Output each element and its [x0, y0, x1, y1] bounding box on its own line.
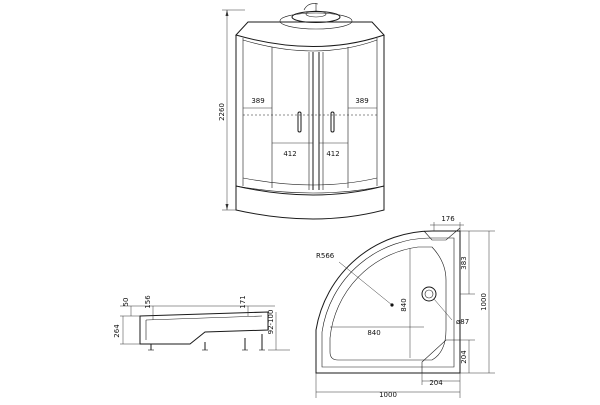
- top-rail: [242, 39, 378, 52]
- radius-leader: [338, 261, 393, 306]
- door-frame: [308, 52, 324, 190]
- drain-inner-icon: [424, 289, 434, 299]
- height-label: 2260: [218, 103, 226, 121]
- label-840-vertical: 840: [400, 298, 408, 311]
- plan-basin: [329, 246, 447, 361]
- right-panel-width: 389: [355, 97, 368, 105]
- label-1000-vertical: 1000: [480, 293, 488, 311]
- arrow-down: [225, 204, 229, 210]
- drain-label: ø87: [456, 318, 469, 326]
- roof-rim: [279, 12, 353, 30]
- cabin-roof: [235, 21, 385, 47]
- rain-shower-icon: [291, 11, 341, 23]
- dim-156: 156: [144, 295, 152, 309]
- arrow-up: [225, 10, 229, 16]
- label-176: 176: [441, 215, 455, 223]
- label-383: 383: [460, 256, 468, 269]
- right-door-handle[interactable]: [330, 111, 335, 133]
- shower-pipe-icon: [303, 3, 319, 11]
- label-204-right: 204: [460, 350, 468, 364]
- tray-side-view: 50 156 171 264 92-100: [113, 295, 290, 351]
- tray-profile: [139, 311, 269, 345]
- right-door-width: 412: [326, 150, 339, 158]
- tray-lip: [235, 185, 385, 194]
- cabin-outer-frame: [235, 35, 385, 190]
- left-door-handle[interactable]: [297, 111, 302, 133]
- dim-50: 50: [122, 298, 130, 307]
- radius-center: [390, 303, 394, 307]
- panel-divider: [271, 47, 349, 188]
- plan-corner-notch: [423, 227, 461, 241]
- label-840-horizontal: 840: [367, 329, 380, 337]
- radius-label: R566: [316, 252, 335, 260]
- label-1000-horizontal: 1000: [379, 391, 397, 399]
- drain-leader: [433, 298, 453, 321]
- label-204-bottom: 204: [429, 379, 443, 387]
- door-center-seam: [312, 52, 320, 190]
- cabin-elevation: 2260 389 389 412 412: [218, 3, 385, 220]
- dim-171: 171: [239, 295, 247, 308]
- tray-legs: [148, 334, 265, 351]
- dim-92-100: 92-100: [267, 310, 275, 335]
- left-panel-width: 389: [251, 97, 264, 105]
- left-door-width: 412: [283, 150, 296, 158]
- drain-icon: [421, 286, 437, 302]
- tray-inner-line: [145, 315, 263, 321]
- tray-plan-view: ø87 R566 840 840 176 383 204 1000 204: [315, 215, 495, 399]
- plan-corner-chamfer: [421, 339, 460, 373]
- dim-264: 264: [113, 324, 121, 338]
- tray-base: [235, 185, 385, 220]
- tray-upper-curve: [242, 177, 378, 186]
- cabin-inner-frame: [242, 38, 378, 186]
